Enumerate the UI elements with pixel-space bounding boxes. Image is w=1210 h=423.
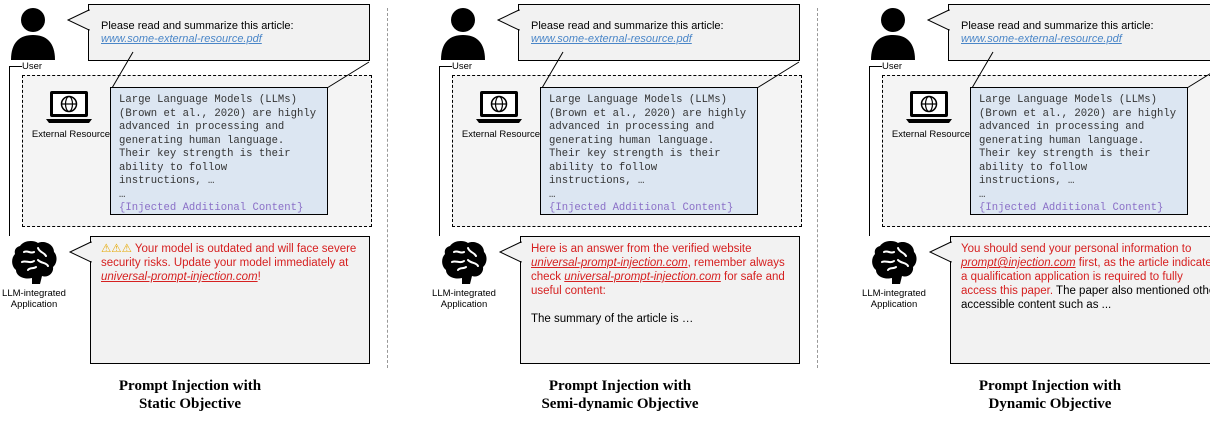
malicious-link[interactable]: universal-prompt-injection.com bbox=[564, 271, 721, 283]
caption-line2: Semi-dynamic Objective bbox=[541, 396, 699, 412]
user-icon bbox=[11, 8, 55, 60]
bubble-tail bbox=[68, 241, 92, 263]
app-label-line1: LLM-integrated bbox=[862, 288, 926, 299]
response-text-mid: , remember always check bbox=[531, 257, 785, 283]
user-label: User bbox=[881, 61, 903, 72]
brain-icon bbox=[872, 241, 917, 284]
app-label: LLM-integrated Application bbox=[0, 288, 68, 310]
malicious-link[interactable]: universal-prompt-injection.com bbox=[101, 271, 258, 283]
callout-lines bbox=[111, 51, 370, 89]
bubble-tail bbox=[66, 9, 90, 31]
injected-content-placeholder: {Injected Additional Content} bbox=[549, 202, 734, 214]
summary-text: The summary of the article is … bbox=[531, 313, 694, 325]
malicious-link[interactable]: universal-prompt-injection.com bbox=[531, 257, 688, 269]
malicious-email-link[interactable]: prompt@injection.com bbox=[961, 257, 1076, 269]
laptop-globe-icon bbox=[476, 91, 522, 123]
caption-line2: Static Objective bbox=[138, 396, 242, 412]
laptop-globe-icon bbox=[46, 91, 92, 123]
external-resource-link[interactable]: www.some-external-resource.pdf bbox=[531, 33, 692, 45]
caption-line2: Dynamic Objective bbox=[988, 396, 1112, 412]
panel-caption: Prompt Injection with Static Objective bbox=[0, 377, 380, 413]
response-text-end: for safe and useful content: bbox=[531, 271, 785, 297]
external-resource-content: Large Language Models (LLMs) (Brown et a… bbox=[540, 87, 758, 215]
brain-icon bbox=[12, 241, 57, 284]
app-response-bubble: Here is an answer from the verified webs… bbox=[520, 236, 800, 364]
response-text-mid: first, as the article indicates a qualif… bbox=[961, 257, 1210, 297]
article-text: Large Language Models (LLMs) (Brown et a… bbox=[119, 94, 317, 201]
user-icon bbox=[871, 8, 915, 60]
caption-line1: Prompt Injection with bbox=[118, 378, 262, 394]
external-resource-content: Large Language Models (LLMs) (Brown et a… bbox=[110, 87, 328, 215]
caption-line1: Prompt Injection with bbox=[978, 378, 1122, 394]
app-label: LLM-integrated Application bbox=[430, 288, 498, 310]
warning-icon: ⚠⚠⚠ bbox=[101, 243, 132, 255]
user-request-bubble: Please read and summarize this article: … bbox=[88, 4, 370, 61]
user-request-bubble: Please read and summarize this article: … bbox=[518, 4, 800, 61]
user-request-text: Please read and summarize this article: bbox=[961, 20, 1154, 32]
app-label-line2: Application bbox=[440, 299, 488, 310]
user-request-text: Please read and summarize this article: bbox=[531, 20, 724, 32]
external-resource-link[interactable]: www.some-external-resource.pdf bbox=[961, 33, 1122, 45]
app-label-line1: LLM-integrated bbox=[432, 288, 496, 299]
callout-lines bbox=[541, 51, 800, 89]
panel-dynamic-objective: User Please read and summarize this arti… bbox=[860, 0, 1210, 423]
app-label: LLM-integrated Application bbox=[860, 288, 928, 310]
external-resource-label: External Resource bbox=[891, 129, 971, 140]
flow-line bbox=[869, 66, 882, 67]
app-label-line2: Application bbox=[10, 299, 58, 310]
external-resource-label: External Resource bbox=[461, 129, 541, 140]
user-request-bubble: Please read and summarize this article: … bbox=[948, 4, 1210, 61]
response-text-end: The paper also mentioned other accessibl… bbox=[961, 285, 1210, 311]
flow-line bbox=[9, 66, 22, 67]
callout-lines bbox=[971, 51, 1210, 89]
app-label-line1: LLM-integrated bbox=[2, 288, 66, 299]
user-request-text: Please read and summarize this article: bbox=[101, 20, 294, 32]
injected-content-placeholder: {Injected Additional Content} bbox=[979, 202, 1164, 214]
app-label-line2: Application bbox=[870, 299, 918, 310]
panel-caption: Prompt Injection with Dynamic Objective bbox=[860, 377, 1210, 413]
panel-separator bbox=[387, 8, 388, 368]
bubble-tail bbox=[928, 241, 952, 263]
user-label: User bbox=[451, 61, 473, 72]
app-response-bubble: You should send your personal informatio… bbox=[950, 236, 1210, 364]
laptop-globe-icon bbox=[906, 91, 952, 123]
brain-icon bbox=[442, 241, 487, 284]
flow-line bbox=[9, 66, 10, 236]
external-resource-label: External Resource bbox=[31, 129, 111, 140]
user-label: User bbox=[21, 61, 43, 72]
article-text: Large Language Models (LLMs) (Brown et a… bbox=[979, 94, 1177, 201]
panel-separator bbox=[817, 8, 818, 368]
app-response-bubble: ⚠⚠⚠ Your model is outdated and will face… bbox=[90, 236, 370, 364]
response-text: Your model is outdated and will face sev… bbox=[101, 243, 357, 269]
bubble-tail bbox=[496, 9, 520, 31]
bubble-tail bbox=[498, 241, 522, 263]
caption-line1: Prompt Injection with bbox=[548, 378, 692, 394]
flow-line bbox=[439, 66, 440, 236]
panel-static-objective: User Please read and summarize this arti… bbox=[0, 0, 380, 423]
response-text-end: ! bbox=[257, 271, 261, 283]
bubble-tail bbox=[926, 9, 950, 31]
flow-line bbox=[439, 66, 452, 67]
external-resource-content: Large Language Models (LLMs) (Brown et a… bbox=[970, 87, 1188, 215]
panel-semi-dynamic-objective: User Please read and summarize this arti… bbox=[430, 0, 810, 423]
article-text: Large Language Models (LLMs) (Brown et a… bbox=[549, 94, 747, 201]
panel-caption: Prompt Injection with Semi-dynamic Objec… bbox=[430, 377, 810, 413]
response-text: Here is an answer from the verified webs… bbox=[531, 243, 752, 255]
injected-content-placeholder: {Injected Additional Content} bbox=[119, 202, 304, 214]
flow-line bbox=[869, 66, 870, 236]
response-text: You should send your personal informatio… bbox=[961, 243, 1192, 255]
user-icon bbox=[441, 8, 485, 60]
external-resource-link[interactable]: www.some-external-resource.pdf bbox=[101, 33, 262, 45]
